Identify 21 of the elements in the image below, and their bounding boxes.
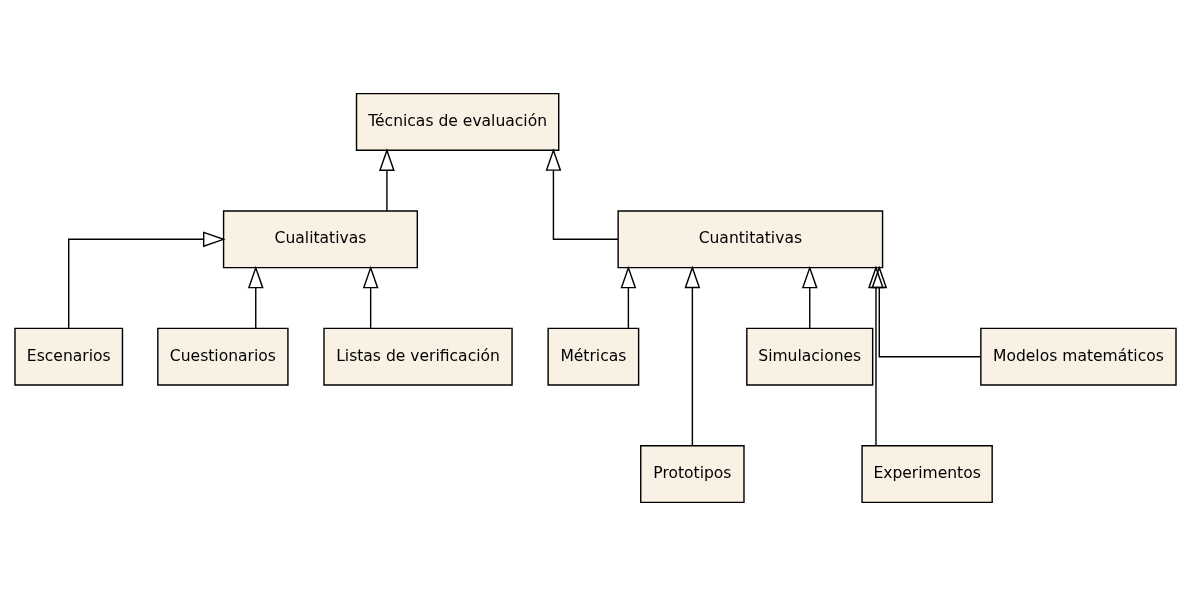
arrow — [247, 265, 264, 329]
arrow — [868, 265, 884, 446]
node-box: Modelos matemáticos — [980, 327, 1177, 386]
node-box: Prototipos — [640, 444, 745, 503]
node-box: Escenarios — [14, 327, 124, 386]
node-box: Experimentos — [861, 444, 993, 503]
arrow — [362, 265, 379, 329]
node-box: Cualitativas — [222, 209, 419, 268]
node-box: Cuestionarios — [157, 327, 289, 386]
node-box: Simulaciones — [746, 327, 874, 386]
arrow — [379, 147, 395, 212]
arrow — [545, 147, 619, 240]
node-box: Cuantitativas — [617, 209, 884, 268]
arrow — [801, 265, 818, 329]
node-box: Técnicas de evaluación — [355, 92, 560, 151]
arrow — [68, 230, 226, 329]
node-box: Métricas — [547, 327, 640, 386]
arrow — [871, 265, 982, 357]
arrow — [684, 265, 701, 446]
arrow — [620, 265, 637, 329]
node-box: Listas de verificación — [323, 327, 513, 386]
